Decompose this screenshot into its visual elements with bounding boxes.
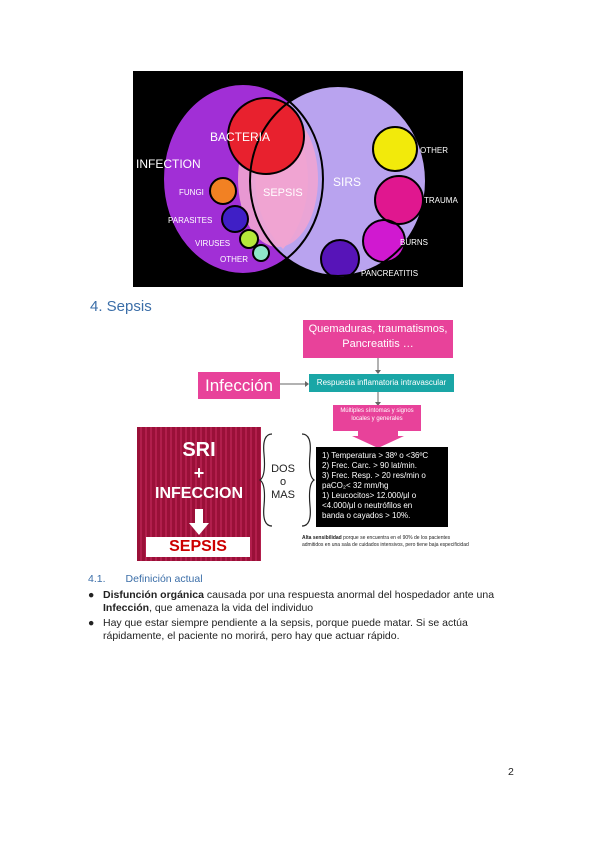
criteria-line: 2) Frec. Carc. > 90 lat/min. [322, 461, 417, 470]
bullet-bold-2: Infección [103, 602, 150, 614]
down-arrow-icon [189, 509, 209, 535]
sri-text: SRI [182, 439, 216, 461]
venn-label-infection: INFECTION [136, 157, 201, 171]
criteria-line: 1) Leucocitos> 12.000/μl o [322, 491, 417, 500]
flow-arrows [280, 356, 404, 448]
plus-text: + [193, 463, 205, 483]
bullet-bold: Disfunción orgánica [103, 589, 204, 601]
criteria-line: 1) Temperatura > 38º o <36ºC [322, 451, 429, 460]
list-item: ● Hay que estar siempre pendiente a la s… [88, 617, 508, 643]
dos-text: DOS [271, 463, 295, 475]
bullet-icon: ● [88, 589, 95, 601]
sensitivity-rest: porque se encuentra en el 90% de los pac… [302, 535, 469, 548]
mas-text: MAS [271, 489, 295, 501]
bullet-text: Hay que estar siempre pendiente a la sep… [103, 617, 468, 642]
venn-label-fungi: FUNGI [179, 188, 204, 197]
venn-label-bacteria: BACTERIA [210, 130, 270, 144]
venn-label-viruses: VIRUSES [195, 239, 230, 248]
infection-box: Infección [198, 372, 280, 399]
sensitivity-bold: Alta sensibilidad [302, 535, 342, 541]
subsection-title: Definición actual [125, 573, 203, 585]
sepsis-venn-diagram: INFECTION BACTERIA SEPSIS SIRS FUNGI PAR… [133, 71, 463, 287]
venn-label-other-right: OTHER [420, 146, 448, 155]
venn-label-pancreatitis: PANCREATITIS [361, 269, 418, 278]
section-title: 4. Sepsis [90, 298, 152, 315]
venn-label-trauma: TRAUMA [424, 196, 458, 205]
inflammatory-response-box: Respuesta inflamatoria intravascular [309, 374, 454, 392]
burns-trauma-box: Quemaduras, traumatismos, Pancreatitis … [303, 320, 453, 358]
criteria-line: <4.000/μl o neutrófilos en [322, 501, 413, 510]
venn-label-sirs: SIRS [333, 175, 361, 189]
o-text: o [279, 476, 287, 488]
venn-label-burns: BURNS [400, 238, 428, 247]
dos-o-mas: DOS o MAS [268, 463, 298, 502]
infeccion-text: INFECCION [155, 485, 243, 502]
bullet-icon: ● [88, 617, 95, 629]
sensitivity-note: Alta sensibilidad porque se encuentra en… [302, 535, 472, 549]
brace-shapes [258, 433, 316, 527]
sepsis-label: SEPSIS [146, 537, 250, 557]
criteria-line: banda o cayados > 10%. [322, 511, 411, 520]
criteria-line: 3) Frec. Resp. > 20 res/min o [322, 471, 426, 480]
sirs-criteria-box: 1) Temperatura > 38º o <36ºC 2) Frec. Ca… [316, 447, 448, 527]
bullet-text: causada por una respuesta anormal del ho… [203, 589, 495, 601]
subsection-heading: 4.1. Definición actual [88, 573, 203, 585]
venn-label-sepsis: SEPSIS [263, 187, 303, 199]
venn-label-parasites: PARASITES [168, 216, 212, 225]
subsection-number: 4.1. [88, 573, 106, 585]
list-item: ● Disfunción orgánica causada por una re… [88, 589, 508, 615]
bullet-text-2: , que amenaza la vida del individuo [149, 602, 314, 614]
venn-label-other-left: OTHER [220, 255, 248, 264]
page-number: 2 [508, 766, 514, 778]
symptoms-box: Múltiples síntomas y signos locales y ge… [333, 405, 421, 431]
criteria-line: paCO₂< 32 mm/hg [322, 481, 389, 490]
